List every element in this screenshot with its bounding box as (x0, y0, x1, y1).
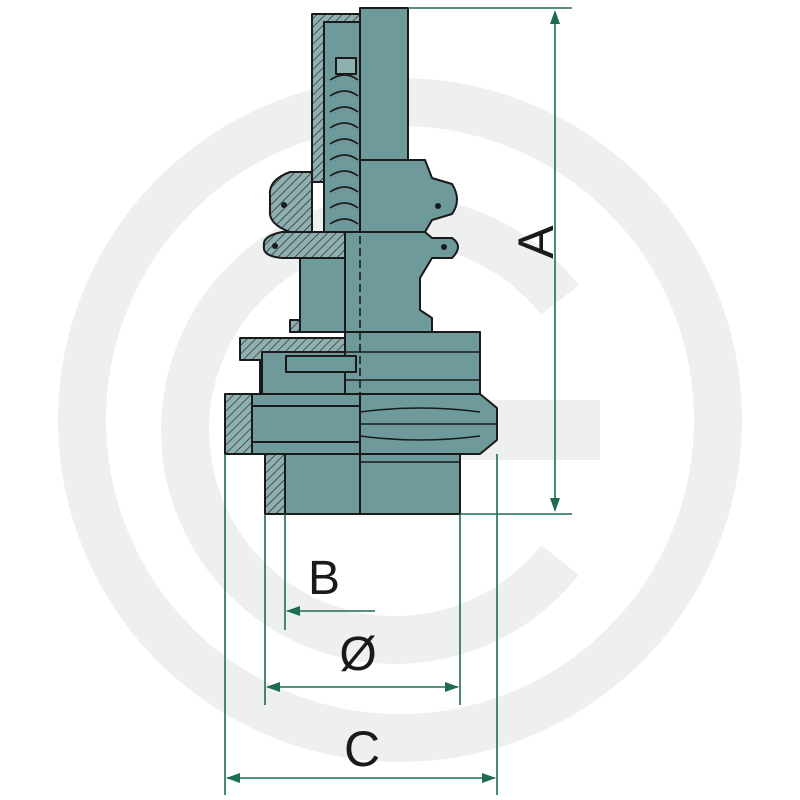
upper-collar (359, 159, 458, 233)
body-cylinder (344, 331, 481, 395)
middle-collar (344, 231, 459, 333)
hose-tube (359, 7, 409, 161)
spigot-section (264, 453, 286, 515)
coupling-section (224, 8, 361, 515)
nut-bore (251, 405, 361, 443)
label-b: B (308, 552, 340, 605)
spring-retainer (335, 57, 357, 75)
dimension-lines (224, 7, 572, 795)
nut-section (224, 393, 253, 455)
upper-flange-section (268, 171, 313, 233)
threaded-spigot (359, 453, 461, 515)
inner-tube (323, 21, 361, 233)
label-a: A (508, 225, 564, 259)
label-diameter: Ø (339, 628, 376, 681)
label-c: C (344, 721, 380, 777)
coupling-body (344, 7, 498, 515)
